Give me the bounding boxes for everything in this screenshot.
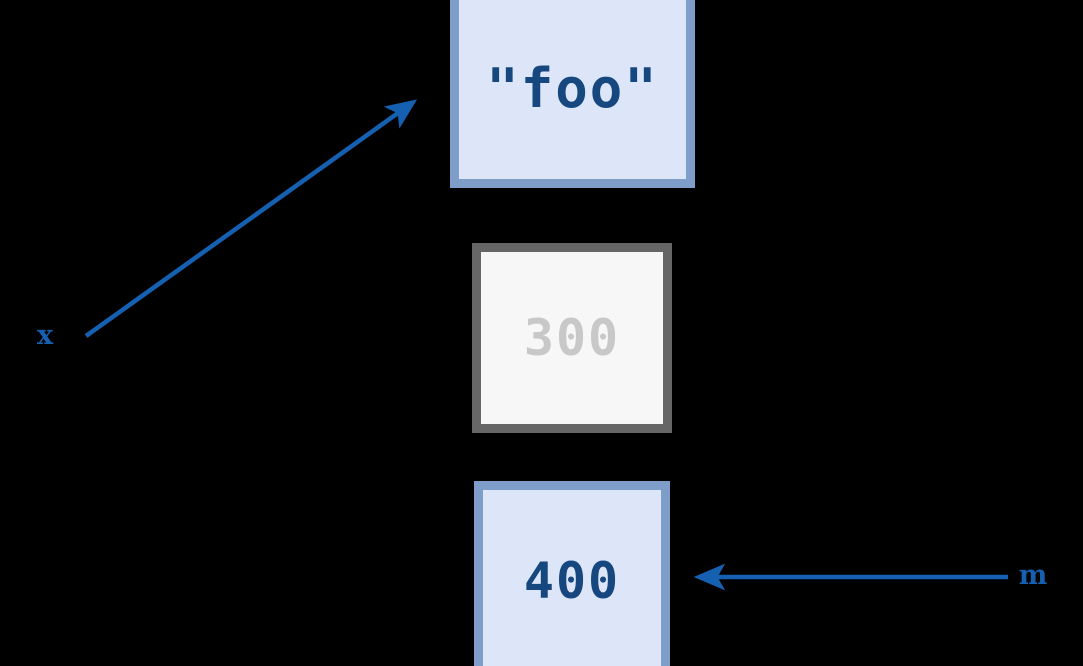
value-box-300[interactable]: 300 bbox=[472, 243, 672, 433]
value-box-foo[interactable]: "foo" bbox=[450, 0, 695, 188]
value-box-foo-text: "foo" bbox=[486, 56, 659, 120]
variable-label-target: m bbox=[1018, 560, 1048, 591]
variable-label-source: x bbox=[36, 320, 54, 351]
arrow-source-to-foo bbox=[84, 99, 418, 338]
value-box-400-text: 400 bbox=[523, 552, 621, 610]
value-box-400[interactable]: 400 bbox=[474, 481, 670, 666]
value-box-300-text: 300 bbox=[523, 309, 621, 367]
